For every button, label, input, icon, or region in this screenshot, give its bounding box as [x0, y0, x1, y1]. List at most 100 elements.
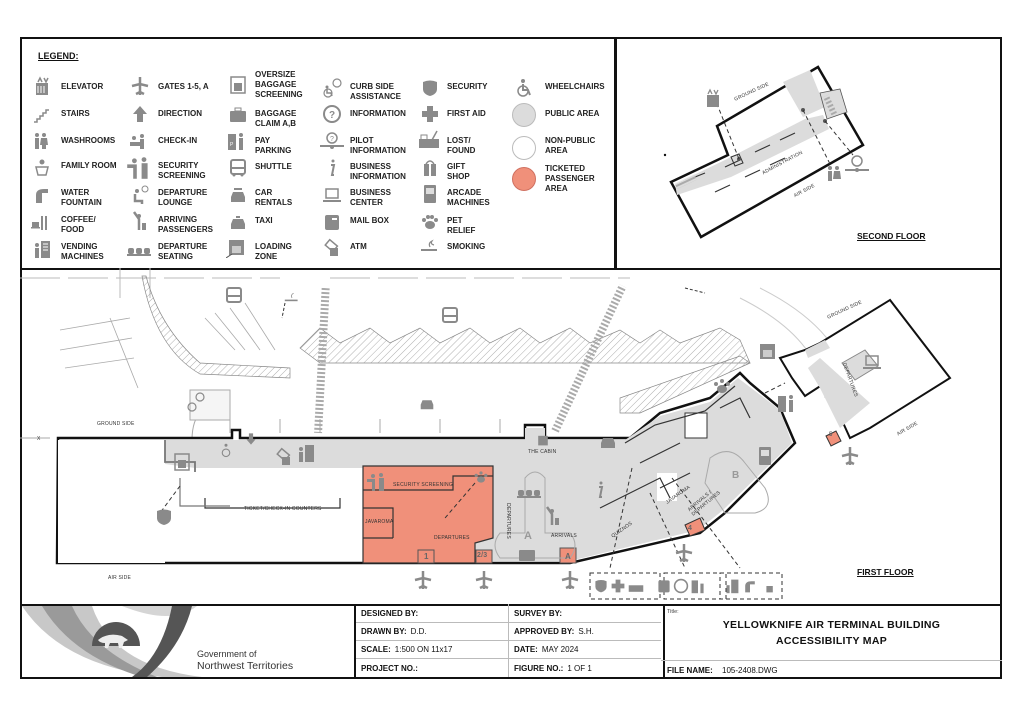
legend-label-shuttle: SHUTTLE [255, 162, 292, 171]
stairs-icon [32, 104, 52, 124]
smoking-icon-1f [284, 290, 300, 306]
arrivals-label: ARRIVALS [551, 533, 577, 539]
legend-label-atm: ATM [350, 242, 367, 251]
departure-seating-icon-1f [517, 481, 541, 501]
curb-side-assistance-icon-1f [186, 392, 206, 412]
public-area-swatch [512, 103, 536, 127]
wheelchair-icon [515, 78, 535, 98]
org-name-line-2: Northwest Territories [197, 660, 294, 672]
drawn-by-field: DRAWN BY:D.D. [356, 623, 509, 641]
water-fountain-icon-group [742, 578, 758, 594]
gates-plane-icon [130, 76, 150, 96]
atm-icon [322, 238, 342, 258]
business-center-icon [322, 185, 342, 205]
svg-text:?: ? [329, 110, 335, 121]
legend-label-arriving-passengers: ARRIVING PASSENGERS [158, 215, 213, 234]
approved-by-field: APPROVED BY:S.H. [509, 623, 661, 641]
legend-label-vending-machines: VENDING MACHINES [61, 242, 104, 261]
legend-label-coffee-food: COFFEE/ FOOD [61, 215, 96, 234]
arcade-machines-icon [420, 184, 440, 204]
pet-relief-icon-1f-2 [712, 376, 732, 396]
atm-icon-group [760, 578, 776, 594]
org-name-line-1: Government of [197, 649, 257, 659]
title-block [20, 604, 1002, 679]
title-block-fields: DESIGNED BY: SURVEY BY: DRAWN BY:D.D. AP… [354, 604, 665, 679]
vending-machines-icon [32, 239, 52, 259]
gate-a-label: A [565, 552, 571, 561]
vending-machines-icon-group [724, 578, 740, 594]
pilot-information-icon: ? [320, 131, 344, 151]
second-floor-plan [663, 65, 869, 239]
car-rentals-icon-1f [598, 431, 618, 451]
washrooms-icon-2f [828, 166, 841, 181]
gate-plane-icon-a [560, 570, 580, 590]
baggage-claim-a-label: A [524, 530, 533, 542]
drawing-title-line-2: ACCESSIBILITY MAP [775, 635, 888, 647]
loading-zone-icon-1f [757, 342, 777, 362]
legend-label-departure-seating: DEPARTURE SEATING [158, 242, 208, 261]
legend-label-oversize-baggage: OVERSIZE BAGGAGE SCREENING [255, 70, 303, 99]
pet-relief-icon-1f [473, 469, 489, 485]
direction-arrow-icon [130, 104, 150, 124]
departures-vertical-label: DEPARTURES [504, 503, 511, 539]
shuttle-icon-1f-2 [440, 306, 460, 326]
security-shield-icon [420, 78, 440, 98]
legend-label-gates: GATES 1-5, A [158, 82, 209, 91]
legend-label-washrooms: WASHROOMS [61, 136, 116, 145]
gate-1-label: 1 [424, 552, 429, 561]
ticketed-area-swatch [512, 167, 536, 191]
first-aid-icon [420, 104, 440, 124]
legend-label-stairs: STAIRS [61, 109, 90, 118]
figure-no-field: FIGURE NO.:1 OF 1 [514, 663, 592, 673]
car-rentals-icon [228, 185, 248, 205]
legend-label-non-public-area: NON-PUBLIC AREA [545, 136, 596, 155]
legend-label-business-center: BUSINESS CENTER [350, 188, 391, 207]
gate-plane-icon-4 [674, 543, 694, 563]
business-information-icon-1f [590, 480, 610, 500]
elevator-icon-2f [707, 88, 719, 107]
baggage-claim-b-label: B [732, 470, 740, 481]
x-marker-label: X [37, 436, 41, 442]
curb-side-assistance-icon [322, 78, 342, 98]
gift-shop-icon [420, 158, 440, 178]
pay-parking-icon-group [690, 578, 706, 594]
departure-lounge-icon [130, 185, 150, 205]
lost-found-icon [418, 130, 440, 150]
legend-label-first-aid: FIRST AID [447, 109, 486, 118]
legend-label-taxi: TAXI [255, 216, 273, 225]
business-center-icon-1f [862, 352, 882, 372]
taxi-icon [228, 212, 248, 232]
first-floor-title: FIRST FLOOR [857, 567, 914, 577]
legend-label-check-in: CHECK-IN [158, 136, 198, 145]
coffee-food-icon [30, 212, 50, 232]
wheelchair-icon-1f [220, 443, 235, 458]
second-floor-title: SECOND FLOOR [857, 231, 926, 241]
check-in-icon [128, 131, 148, 151]
gate-23-label: 2/3 [477, 552, 488, 559]
legend-label-pilot-information: PILOT INFORMATION [350, 136, 406, 155]
smoking-icon [420, 237, 440, 257]
legend-label-departure-lounge: DEPARTURE LOUNGE [158, 188, 208, 207]
file-name-value: 105-2408.DWG [722, 666, 778, 675]
atm-icon-1f [274, 447, 294, 467]
gate-plane-icon-1 [413, 570, 433, 590]
ground-side-label: GROUND SIDE [97, 421, 135, 427]
gnwt-logo [22, 606, 202, 677]
departure-seating-icon [127, 239, 151, 259]
arriving-passengers-icon [130, 211, 150, 231]
taxi-icon-1f [418, 394, 436, 412]
scale-field: SCALE:1:500 ON 11x17 [356, 641, 509, 659]
legend-label-gift-shop: GIFT SHOP [447, 162, 470, 181]
arriving-passengers-icon-1f [543, 506, 563, 526]
legend-label-ticketed-area: TICKETED PASSENGER AREA [545, 164, 595, 193]
entry-arrow-icon-1f [244, 432, 258, 446]
legend-label-security-screening: SECURITY SCREENING [158, 161, 206, 180]
legend-label-arcade-machines: ARCADE MACHINES [447, 188, 490, 207]
legend-label-information: INFORMATION [350, 109, 406, 118]
file-name-label: FILE NAME: [667, 666, 713, 675]
legend-label-smoking: SMOKING [447, 242, 486, 251]
ticket-counters-label: TICKET/CHECK-IN COUNTERS [244, 506, 322, 512]
first-aid-icon-group [610, 578, 626, 594]
loading-zone-icon [225, 238, 246, 259]
gift-shop-icon-1f [535, 431, 551, 447]
